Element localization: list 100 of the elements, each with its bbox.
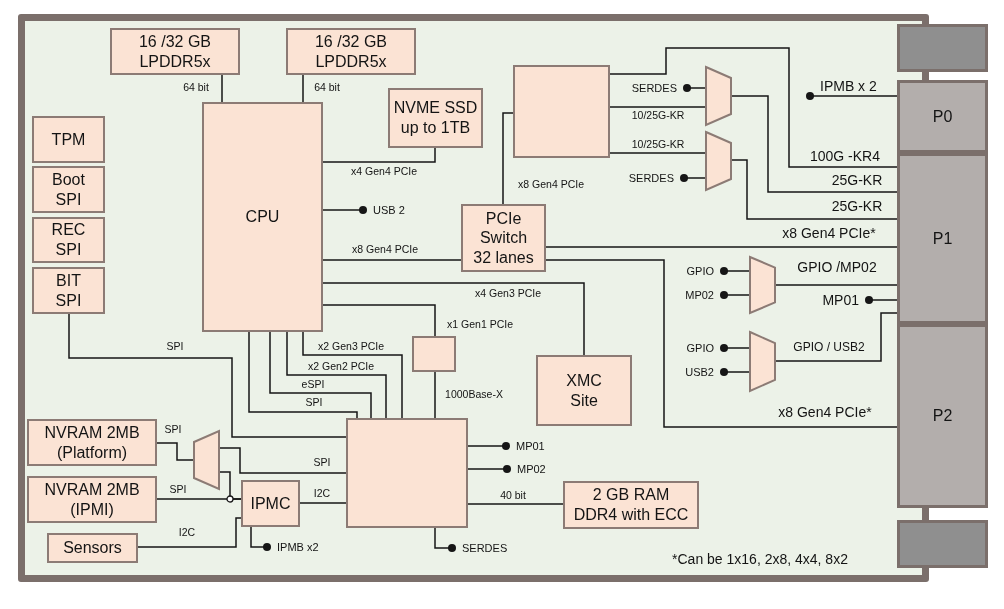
connector-line: [322, 206, 367, 214]
connector-line: [609, 106, 706, 108]
component-label: PCIe Switch 32 lanes: [472, 208, 535, 268]
edge-label: eSPI: [299, 379, 327, 391]
edge-label: x4 Gen4 PCIe: [349, 166, 419, 178]
connector-line: [302, 331, 403, 419]
signal-name: GPIO: [668, 263, 724, 279]
edge-label: x1 Gen1 PCIe: [445, 319, 515, 331]
component-label: REC SPI: [50, 220, 87, 260]
component-label: BIT SPI: [54, 271, 83, 310]
component-box: [241, 480, 300, 527]
signal-name: MP02: [668, 287, 724, 303]
edge-label: 10/25G-KR: [629, 139, 687, 151]
connector-line: [683, 84, 706, 92]
connector-line: [731, 159, 898, 220]
component-label: IPMC: [250, 493, 291, 514]
signal-name: MP02: [507, 461, 563, 477]
connector-line: [467, 465, 511, 473]
edge-label: I2C: [311, 488, 333, 500]
component-box: [202, 102, 323, 332]
signal-name: USB2: [668, 364, 724, 380]
component-label: TPM: [51, 129, 86, 150]
footnote: *Can be 1x16, 2x8, 4x4, 8x2: [672, 552, 848, 568]
component-box: [32, 267, 105, 314]
connector-line: [221, 74, 223, 103]
edge-label: x8 Gen4 PCIe: [350, 244, 420, 256]
component-label: 2 GB RAM DDR4 with ECC: [572, 485, 690, 525]
component-box: [513, 65, 610, 158]
connector-line: [68, 313, 347, 438]
connector-segment: [897, 80, 988, 153]
component-box: [47, 533, 138, 563]
edge-label: I2C: [176, 527, 198, 539]
connector-line: [545, 259, 898, 428]
edge-label: x4 Gen3 PCIe: [473, 288, 543, 300]
connector-line: [322, 147, 436, 163]
connector-label: P0: [932, 106, 953, 127]
connector-line: [775, 312, 898, 362]
connector-line: [269, 331, 372, 419]
component-box: [563, 481, 699, 529]
signal-name: IPMB x 2: [810, 76, 890, 96]
component-box: [27, 476, 157, 523]
connector-line: [302, 74, 304, 103]
connector-label: P1: [932, 228, 953, 249]
connector-guide-block: [897, 520, 988, 568]
component-box: [388, 88, 483, 148]
connector-line: [720, 267, 750, 275]
component-label: CPU: [245, 207, 280, 227]
connector-segment: [897, 324, 988, 508]
connector-line: [137, 517, 242, 548]
signal-name: SERDES: [621, 80, 687, 96]
connector-segment: [897, 153, 988, 324]
edge-label: SPI: [164, 341, 186, 353]
component-box: [461, 204, 546, 272]
connector-guide-block: [897, 24, 988, 72]
connector-line: [467, 442, 510, 450]
component-box: [32, 116, 105, 163]
component-box: [346, 418, 468, 528]
component-label: NVME SSD up to 1TB: [392, 98, 479, 138]
connector-line: [322, 304, 436, 337]
signal-name: GPIO: [668, 340, 724, 356]
component-label: NVRAM 2MB (IPMI): [43, 480, 141, 519]
connector-line: [248, 331, 358, 419]
component-label: XMC Site: [565, 371, 603, 410]
connector-line: [219, 447, 347, 474]
component-box: [286, 28, 416, 75]
component-label: 16 /32 GB LPDDR5x: [137, 32, 212, 71]
connector-line: [806, 92, 898, 100]
component-box: [27, 419, 157, 466]
connector-line: [775, 284, 898, 286]
edge-label: 64 bit: [181, 82, 211, 94]
signal-name: SERDES: [452, 540, 518, 556]
connector-label: P2: [932, 406, 953, 426]
connector-line: [680, 174, 706, 182]
signal-name: IPMB x2: [267, 539, 339, 555]
signal-name: SERDES: [618, 170, 684, 186]
component-box: [536, 355, 632, 426]
signal-name: MP01: [806, 291, 869, 309]
connector-line: [467, 503, 564, 505]
connector-line: [434, 527, 456, 552]
edge-label: x2 Gen3 PCIe: [316, 341, 386, 353]
edge-label: 64 bit: [312, 82, 342, 94]
connector-line: [720, 291, 750, 299]
edge-label: 1000Base-X: [443, 389, 505, 401]
edge-label: x2 Gen2 PCIe: [306, 361, 376, 373]
connector-line: [720, 368, 750, 376]
edge-label: SPI: [167, 484, 189, 496]
component-box: [110, 28, 240, 75]
connector-line: [731, 95, 898, 193]
connector-line: [865, 296, 898, 304]
edge-label: SPI: [311, 457, 333, 469]
connector-line: [434, 371, 436, 419]
signal-name: USB 2: [363, 202, 415, 218]
component-label: Boot SPI: [51, 170, 86, 209]
component-label: Sensors: [63, 538, 122, 558]
edge-label: x8 Gen4 PCIe: [516, 179, 586, 191]
connector-line: [299, 502, 347, 504]
component-box: [32, 166, 105, 213]
connector-line: [545, 246, 898, 248]
connector-line: [609, 47, 898, 168]
connector-line: [156, 442, 194, 461]
